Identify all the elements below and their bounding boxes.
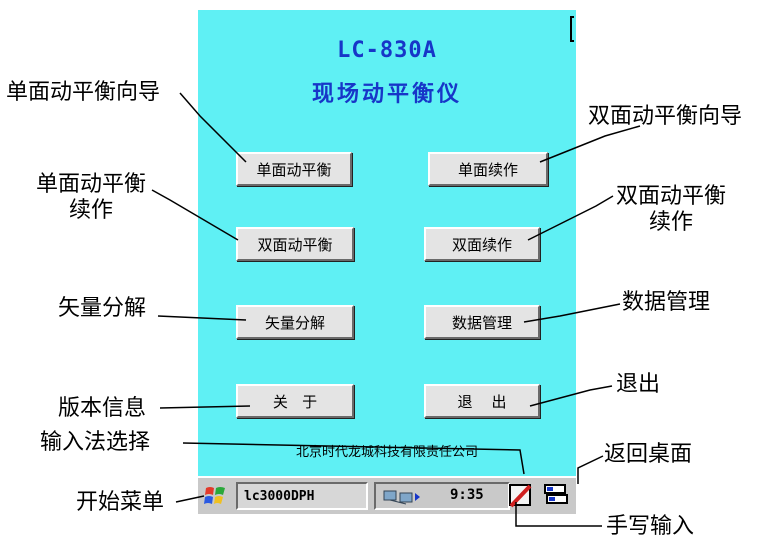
callout-vector: 矢量分解	[58, 296, 147, 321]
single-balance-button[interactable]: 单面动平衡	[236, 152, 352, 186]
text-cursor	[570, 16, 574, 42]
callout-version-info: 版本信息	[58, 396, 147, 421]
callout-data-management: 数据管理	[622, 290, 711, 315]
callout-single-guide: 单面动平衡向导	[6, 80, 161, 105]
desktop-icon[interactable]	[542, 482, 570, 510]
single-continue-button[interactable]: 单面续作	[428, 152, 548, 186]
callout-input-method: 输入法选择	[40, 430, 151, 455]
double-balance-button[interactable]: 双面动平衡	[236, 227, 354, 261]
network-icon[interactable]	[382, 487, 422, 507]
clock: 9:35	[450, 487, 484, 503]
double-continue-button[interactable]: 双面续作	[424, 227, 540, 261]
taskbar: lc3000DPH 9:35	[198, 476, 576, 514]
running-task-button[interactable]: lc3000DPH	[236, 482, 368, 510]
callout-handwriting: 手写输入	[606, 514, 695, 539]
handwriting-input-icon[interactable]	[508, 482, 534, 510]
callout-single-continue: 单面动平衡 续作	[36, 172, 147, 223]
data-management-button[interactable]: 数据管理	[424, 305, 540, 339]
callout-double-guide: 双面动平衡向导	[588, 104, 743, 129]
callout-start-menu: 开始菜单	[76, 490, 165, 515]
callout-desktop: 返回桌面	[604, 442, 693, 467]
callout-exit: 退出	[616, 372, 661, 397]
system-tray: 9:35	[374, 482, 510, 510]
callout-double-continue: 双面动平衡 续作	[616, 184, 727, 235]
start-menu-icon[interactable]	[202, 482, 230, 510]
exit-button[interactable]: 退 出	[424, 384, 540, 418]
model-title: LC-830A	[337, 38, 437, 63]
about-button[interactable]: 关 于	[236, 384, 354, 418]
app-name: 现场动平衡仪	[311, 82, 462, 107]
vector-button[interactable]: 矢量分解	[236, 305, 354, 339]
